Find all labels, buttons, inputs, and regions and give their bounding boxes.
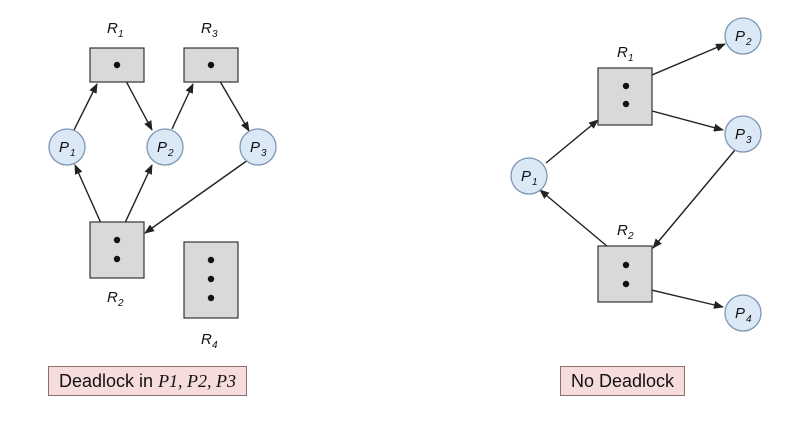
process-label: P	[521, 168, 531, 185]
process-p1: P 1	[48, 128, 86, 166]
process-subscript: 2	[745, 37, 752, 48]
process-p1: P 1	[510, 157, 548, 195]
resource-subscript: 2	[627, 231, 634, 242]
caption-text: No Deadlock	[571, 371, 675, 391]
resource-label: R	[107, 289, 118, 306]
process-label: P	[735, 126, 745, 143]
edge-p2-to-r3	[171, 83, 194, 130]
process-p2: P 2	[146, 128, 184, 166]
deadlock-caption: Deadlock in P1, P2, P3	[48, 366, 248, 396]
edge-r2-to-p1	[539, 189, 615, 253]
resource-subscript: 3	[212, 29, 218, 40]
no-deadlock-caption: No Deadlock	[560, 366, 686, 396]
process-subscript: 3	[261, 148, 267, 159]
process-label: P	[157, 139, 167, 156]
resource-label: R	[201, 20, 212, 37]
resource-label: R	[201, 331, 212, 348]
caption-process-list: P1, P2, P3	[158, 371, 237, 391]
edge-p3-to-r2	[652, 149, 736, 249]
process-p3: P 3	[239, 128, 277, 166]
process-label: P	[735, 305, 745, 322]
process-subscript: 4	[746, 314, 752, 325]
process-label: P	[735, 28, 745, 45]
resource-r1: R 1	[597, 44, 653, 126]
edge-p1-to-r1	[72, 83, 98, 133]
resource-subscript: 2	[117, 298, 124, 309]
resource-label: R	[617, 222, 628, 239]
caption-text: Deadlock in	[59, 371, 159, 391]
left-graph: R 1 R 3 R 2 R 4 P 1	[48, 20, 277, 351]
process-p3: P 3	[724, 115, 762, 153]
resource-r2: R 2	[597, 222, 653, 303]
edge-p3-to-r2	[144, 159, 249, 234]
resource-subscript: 1	[628, 53, 634, 64]
resource-r1: R 1	[89, 20, 145, 83]
process-subscript: 3	[746, 135, 752, 146]
process-label: P	[59, 139, 69, 156]
process-label: P	[250, 139, 260, 156]
process-p4: P 4	[724, 294, 762, 332]
resource-r2: R 2	[89, 221, 145, 309]
resource-label: R	[617, 44, 628, 61]
process-subscript: 2	[167, 148, 174, 159]
resource-subscript: 1	[118, 29, 124, 40]
process-subscript: 1	[70, 148, 76, 159]
process-p2: P 2	[724, 17, 762, 55]
edge-p1-to-r1	[545, 119, 599, 164]
resource-r4: R 4	[183, 241, 239, 351]
resource-subscript: 4	[212, 340, 218, 351]
process-subscript: 1	[532, 177, 538, 188]
right-graph: R 1 R 2 P 1 P 2 P 3 P 4	[510, 17, 762, 332]
resource-r3: R 3	[183, 20, 239, 83]
resource-label: R	[107, 20, 118, 37]
